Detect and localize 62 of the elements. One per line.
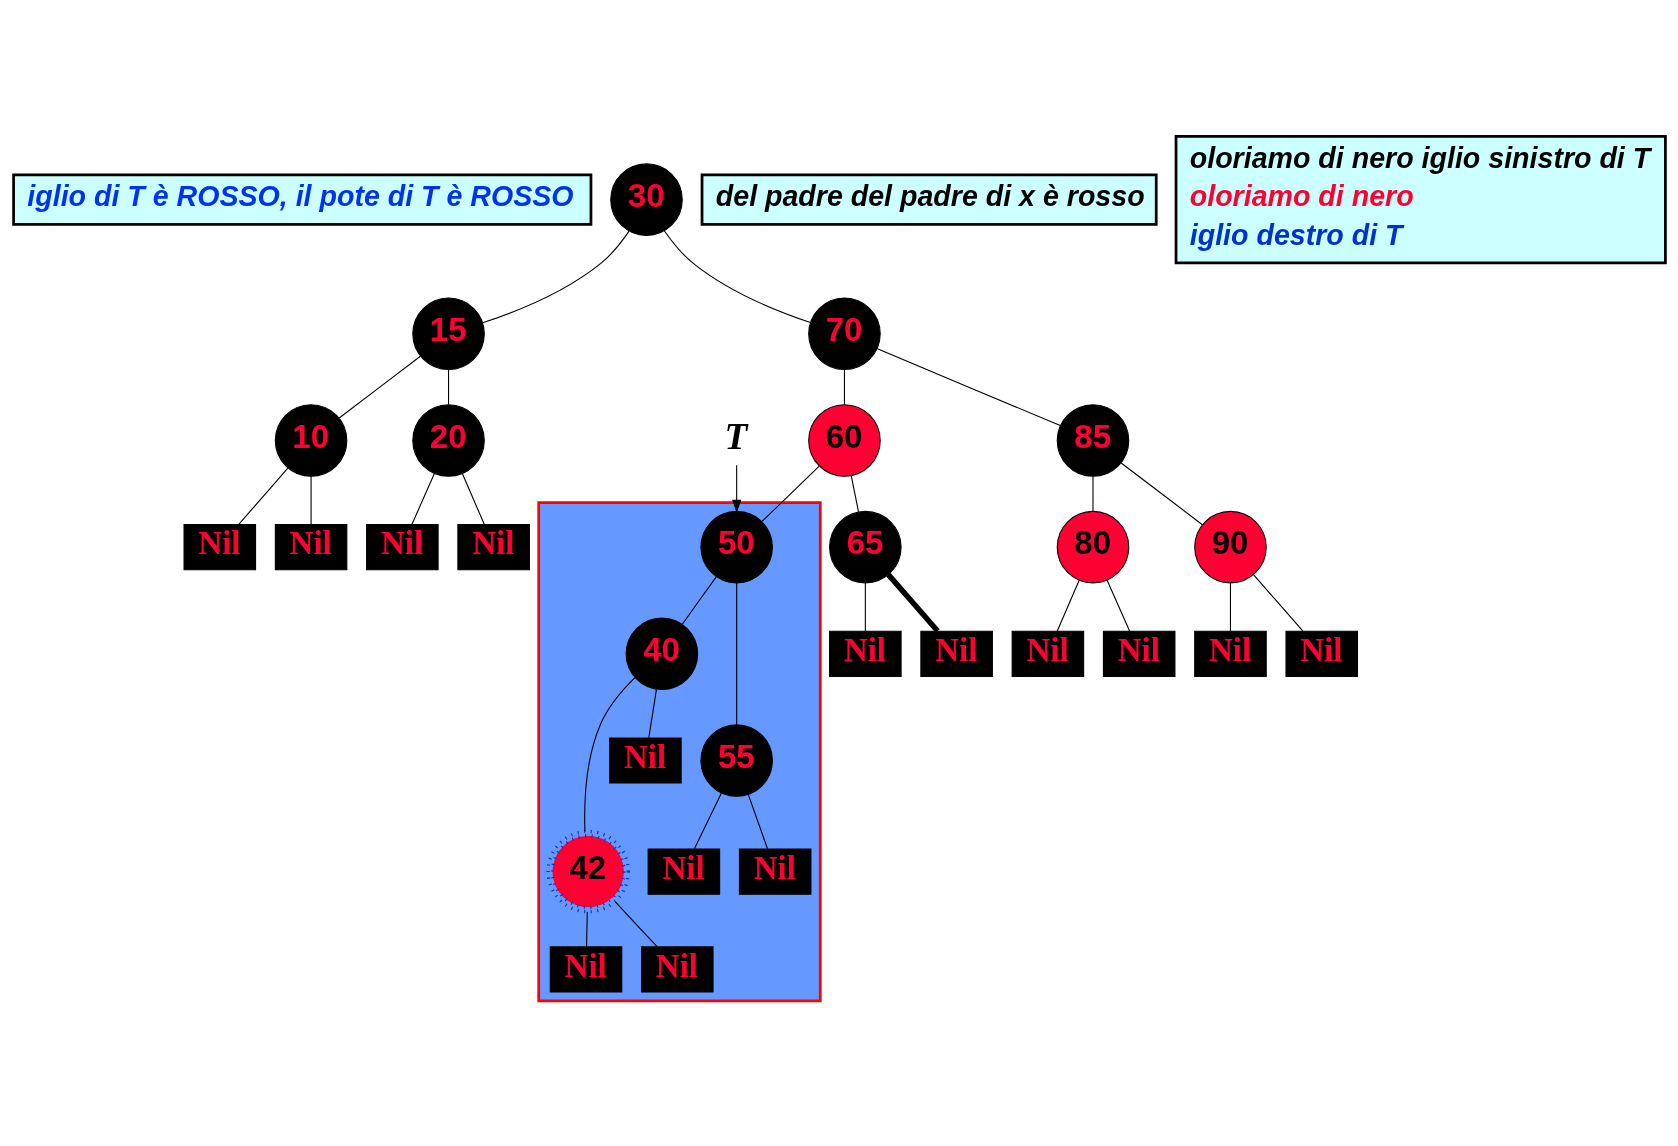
connector (410, 472, 435, 526)
node-box: Nil (640, 946, 714, 993)
node-circle: 65 (828, 510, 902, 584)
connector (885, 572, 940, 633)
connector (585, 911, 588, 948)
node-box: Nil (1011, 630, 1084, 677)
connector (447, 369, 449, 405)
node-circle: 80 (1056, 510, 1129, 584)
connector (864, 582, 866, 632)
node-circle: 55 (699, 724, 773, 797)
connector (1056, 579, 1080, 632)
connector (1106, 579, 1130, 632)
node-box: oloriamo di nero iglio sinistro di T oloriamo di nero iglio destro di T (1174, 135, 1667, 265)
node-circle: 20 (411, 404, 485, 477)
connector (876, 348, 1061, 427)
connector (1120, 462, 1203, 526)
arrow (731, 464, 741, 513)
connector (481, 230, 630, 324)
node-box: Nil (456, 524, 530, 571)
connector (461, 472, 485, 526)
node-circle: 50 (699, 510, 773, 584)
connector (747, 794, 768, 850)
connector (1252, 574, 1303, 632)
node-circle: 15 (411, 297, 485, 371)
node-box: Nil (274, 524, 347, 571)
node-box: Nil (738, 848, 811, 895)
node-box: Nil (647, 848, 720, 895)
connector (761, 465, 819, 523)
node-box: Nil (828, 630, 902, 677)
node-circle: 85 (1056, 404, 1129, 477)
node-box: Nil (365, 524, 439, 571)
connector (693, 792, 722, 850)
node-circle: 90 (1193, 510, 1267, 584)
connector (843, 369, 845, 405)
connector (735, 582, 737, 726)
connector (583, 677, 635, 832)
node-box: Nil (1193, 630, 1267, 677)
node-circle: 30 (609, 163, 683, 236)
node-text: T (724, 415, 747, 457)
connector (614, 901, 658, 948)
connector (850, 475, 859, 513)
node-box: Nil (549, 946, 622, 993)
node-box: iglio di T è ROSSO, il pote di T è ROSSO (11, 173, 592, 226)
node-box: Nil (1102, 630, 1175, 677)
node-box: Nil (1284, 630, 1358, 677)
node-box: Nil (183, 524, 256, 571)
node-box: Nil (919, 630, 993, 677)
node-circle: 10 (274, 404, 347, 477)
node-box: Nil (608, 737, 682, 784)
node-circle: 60 (807, 404, 881, 477)
connector (1091, 475, 1094, 512)
node-box: del padre del padre di x è rosso (700, 173, 1158, 226)
node-circle: 40 (625, 617, 698, 691)
node-circle: 70 (807, 297, 881, 371)
node-circle: 42 (545, 829, 630, 914)
connector (237, 467, 289, 525)
connector (310, 475, 312, 526)
connector (647, 688, 657, 739)
connector (338, 355, 421, 419)
connector (663, 230, 811, 324)
connector (681, 576, 717, 625)
connector (1229, 582, 1231, 632)
